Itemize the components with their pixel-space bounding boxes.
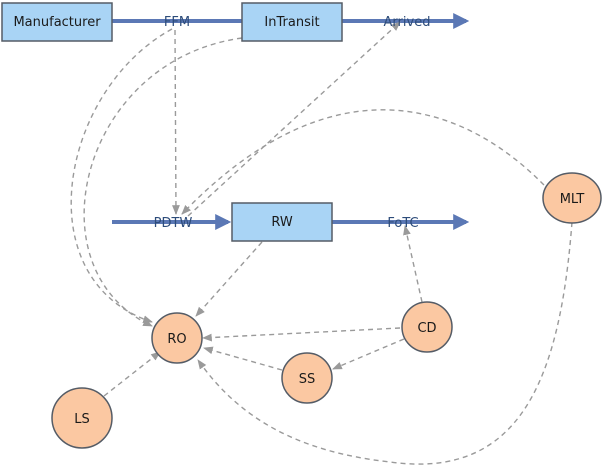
link-intransit-ro — [83, 37, 243, 327]
aux-ss-label: SS — [299, 372, 316, 387]
flow-ffm-label[interactable]: FFM — [164, 15, 190, 30]
flow-arrived-label[interactable]: Arrived — [384, 15, 431, 30]
link-ffm-pdtw — [172, 29, 180, 215]
aux-ss[interactable]: SS — [281, 352, 333, 404]
aux-mlt-label: MLT — [560, 192, 585, 207]
link-rw-ro — [195, 241, 263, 317]
aux-cd[interactable]: CD — [401, 301, 453, 353]
link-ss-ro — [203, 346, 283, 371]
stock-rw[interactable]: RW — [231, 202, 333, 242]
link-cd-ss — [332, 338, 405, 370]
link-mlt-pdtw — [181, 109, 545, 215]
flow-pdtw-label[interactable]: PDTW — [154, 216, 193, 231]
link-mlt-ro — [197, 221, 573, 465]
aux-mlt[interactable]: MLT — [542, 172, 602, 224]
flow-fotc-label[interactable]: FoTC — [387, 216, 418, 231]
aux-cd-label: CD — [417, 321, 436, 336]
link-cd-fotc — [403, 225, 423, 303]
link-cd-ro — [202, 327, 401, 342]
stock-rw-label: RW — [271, 215, 293, 230]
aux-ro[interactable]: RO — [151, 312, 203, 364]
stock-intransit[interactable]: InTransit — [241, 2, 343, 42]
stock-manufacturer-label: Manufacturer — [13, 15, 101, 30]
aux-ls[interactable]: LS — [51, 387, 113, 449]
stock-manufacturer[interactable]: Manufacturer — [1, 2, 113, 42]
link-pdtw-arrived — [187, 21, 401, 217]
link-ls-ro — [103, 351, 161, 397]
stock-intransit-label: InTransit — [264, 15, 319, 30]
aux-ls-label: LS — [74, 412, 90, 427]
aux-ro-label: RO — [167, 332, 186, 347]
link-ffm-ro — [70, 28, 173, 323]
